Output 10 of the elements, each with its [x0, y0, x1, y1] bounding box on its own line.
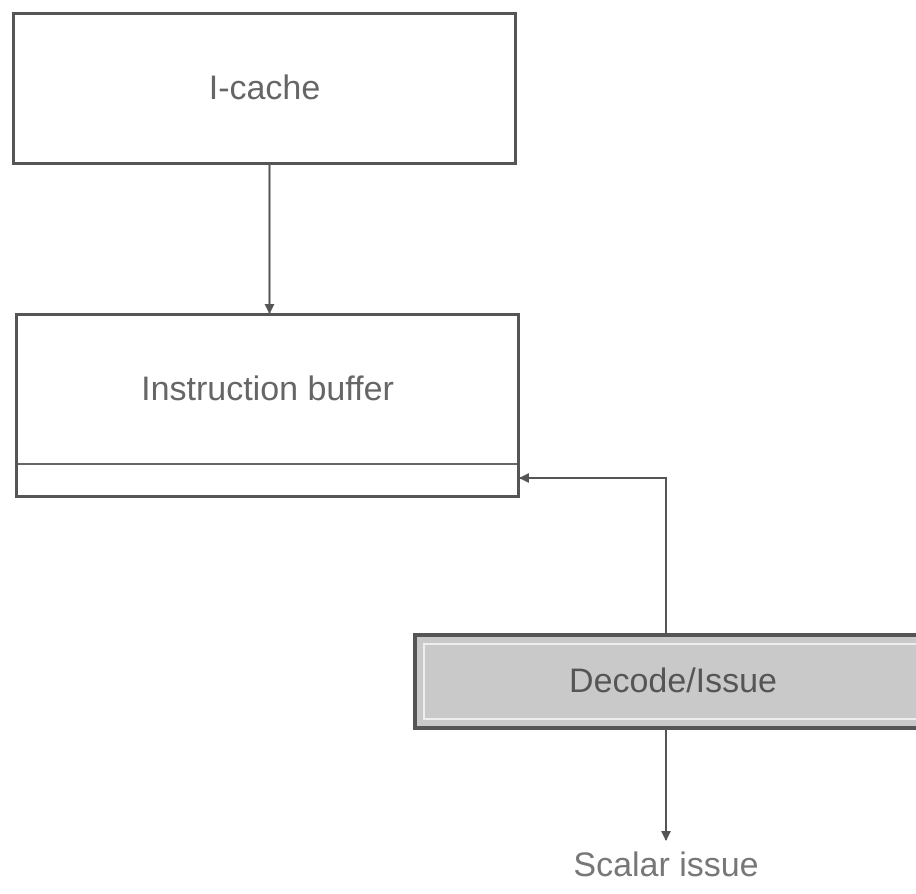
output-label: Scalar issue [573, 844, 759, 886]
arrow [519, 473, 667, 633]
arrow [264, 165, 274, 314]
arrow [661, 730, 671, 841]
box-label: Decode/Issue [569, 661, 777, 702]
process-box [413, 633, 916, 730]
box-label: I-cache [208, 68, 320, 110]
buffer-box [15, 313, 520, 498]
box-label: Instruction buffer [141, 369, 394, 410]
cache-box [12, 12, 517, 165]
